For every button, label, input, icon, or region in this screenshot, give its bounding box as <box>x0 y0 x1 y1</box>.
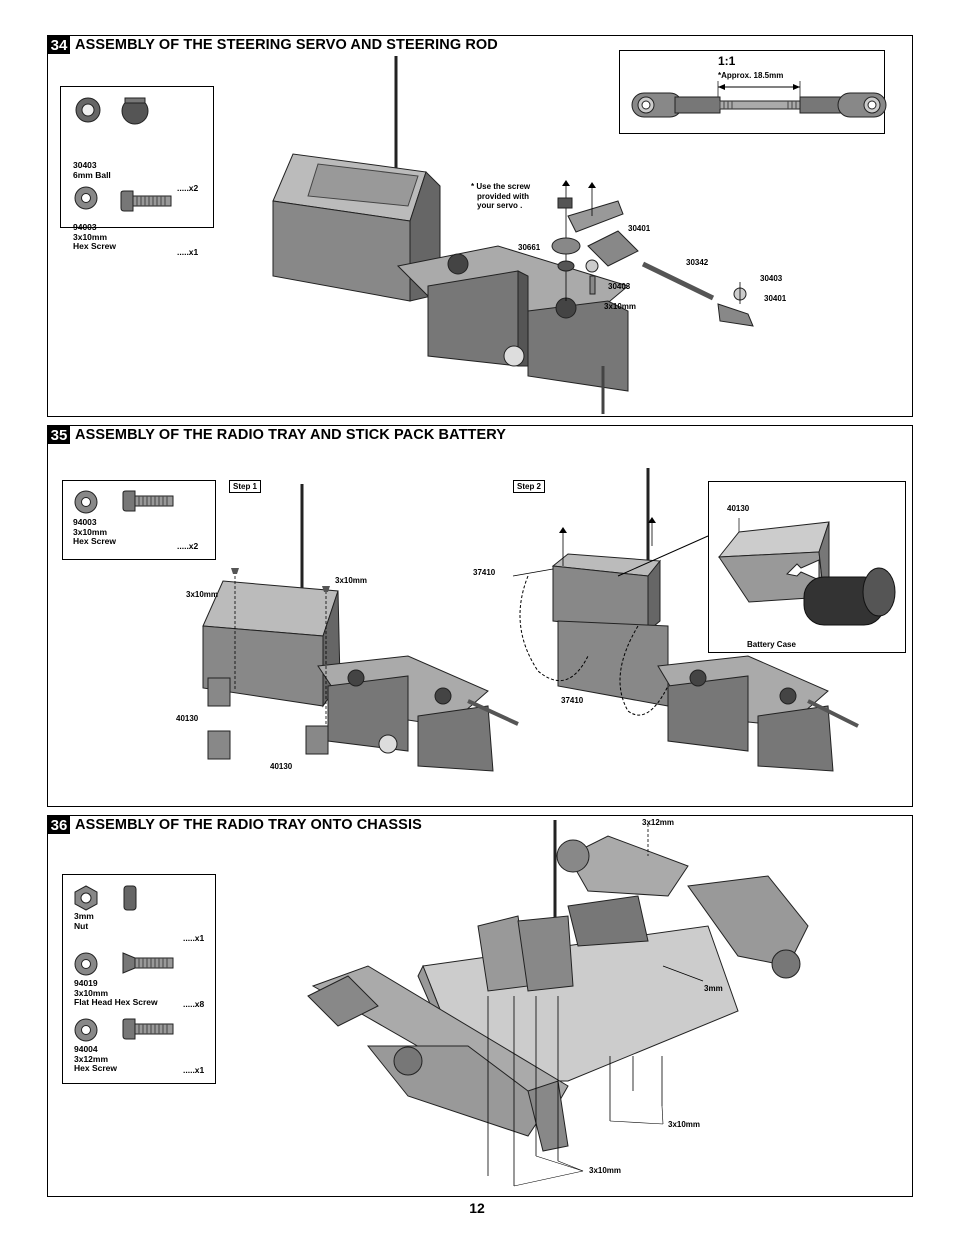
callout-30661: 30661 <box>518 243 541 252</box>
callout-3x12mm: 3x12mm <box>642 818 675 827</box>
callout-30403: 30403 <box>608 282 631 291</box>
part-quantity: .....x1 <box>183 933 205 943</box>
hex-screw-icon <box>120 190 172 212</box>
section-header: 34 ASSEMBLY OF THE STEERING SERVO AND ST… <box>48 36 498 54</box>
ball-washer-icon <box>75 97 101 123</box>
section-title: ASSEMBLY OF THE RADIO TRAY AND STICK PAC… <box>75 427 507 443</box>
step-2-tag: Step 2 <box>513 480 546 493</box>
chassis-drawing <box>307 820 809 1187</box>
hex-screw-icon <box>122 490 174 512</box>
part-quantity: .....x1 <box>177 247 199 257</box>
step2-drawing <box>512 468 859 772</box>
callout-30401: 30401 <box>628 224 651 233</box>
part-quantity: .....x2 <box>177 183 199 193</box>
battery-case-inset: 40130 Battery Case <box>708 481 906 653</box>
callout-3x10mm: 3x10mm <box>604 302 637 311</box>
callout-37410: 37410 <box>473 568 496 577</box>
callout-30401: 30401 <box>764 294 787 303</box>
battery-case-drawing <box>717 518 896 626</box>
washer-icon <box>74 186 98 210</box>
step1-drawing <box>202 484 519 772</box>
step-number: 35 <box>48 426 70 444</box>
section-34: 34 ASSEMBLY OF THE STEERING SERVO AND ST… <box>47 35 913 417</box>
part-quantity: .....x8 <box>183 999 205 1009</box>
callout-30403: 30403 <box>760 274 783 283</box>
servo-assembly-drawing <box>272 56 754 414</box>
callout-3mm: 3mm <box>704 984 723 993</box>
part-quantity: .....x1 <box>183 1065 205 1075</box>
callout-40130: 40130 <box>727 504 750 513</box>
scale-label: 1:1 <box>718 54 736 68</box>
approx-length: *Approx. 18.5mm <box>718 71 784 80</box>
nut-icon <box>74 885 98 911</box>
callout-40130: 40130 <box>176 714 199 723</box>
section-35: 35 ASSEMBLY OF THE RADIO TRAY AND STICK … <box>47 425 913 807</box>
nut-side-icon <box>123 885 137 911</box>
hex-screw-icon <box>122 1018 174 1040</box>
step-1-tag: Step 1 <box>229 480 262 493</box>
section-header: 35 ASSEMBLY OF THE RADIO TRAY AND STICK … <box>48 426 506 444</box>
section-36: 36 ASSEMBLY OF THE RADIO TRAY ONTO CHASS… <box>47 815 913 1197</box>
step-number: 36 <box>48 816 70 834</box>
battery-case-caption: Battery Case <box>747 640 796 649</box>
step-number: 34 <box>48 36 70 54</box>
callout-3x10mm: 3x10mm <box>668 1120 701 1129</box>
section-title: ASSEMBLY OF THE STEERING SERVO AND STEER… <box>75 37 498 53</box>
callout-3x10mm: 3x10mm <box>186 590 219 599</box>
callout-30342: 30342 <box>686 258 709 267</box>
washer-icon <box>74 1018 98 1042</box>
callout-3x10mm: 3x10mm <box>589 1166 622 1175</box>
callout-3x10mm: 3x10mm <box>335 576 368 585</box>
callout-40130: 40130 <box>270 762 293 771</box>
flat-screw-icon <box>122 952 174 974</box>
section-header: 36 ASSEMBLY OF THE RADIO TRAY ONTO CHASS… <box>48 816 422 834</box>
washer-icon <box>74 490 98 514</box>
ball-icon <box>121 97 149 125</box>
washer-icon <box>74 952 98 976</box>
page-number: 12 <box>469 1200 485 1216</box>
section-title: ASSEMBLY OF THE RADIO TRAY ONTO CHASSIS <box>75 817 422 833</box>
steering-rod-drawing <box>631 81 887 118</box>
part-quantity: .....x2 <box>177 541 199 551</box>
callout-37410: 37410 <box>561 696 584 705</box>
scale-inset: 1:1 *Approx. 18.5mm <box>619 50 887 134</box>
